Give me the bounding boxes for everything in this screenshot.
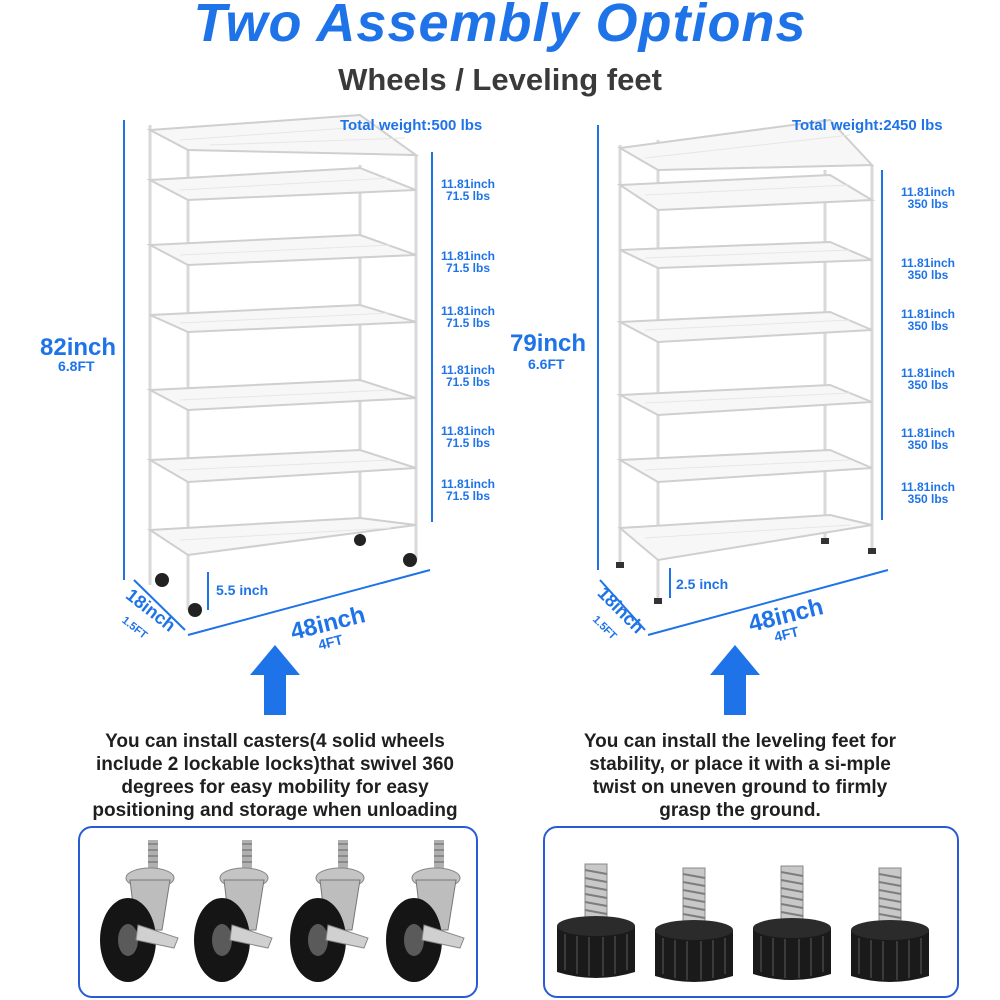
right-description: You can install the leveling feet for st… [583, 731, 897, 821]
right-rack-illustration [600, 110, 900, 610]
right-height-inch: 79inch [510, 330, 587, 357]
left-dimension-lines [123, 120, 433, 636]
left-height-inch: 82inch [40, 334, 117, 361]
page-title: Two Assembly Options [193, 0, 807, 53]
leveling-foot-icon [850, 867, 930, 983]
right-bottom-clearance: 2.5 inch [676, 576, 729, 592]
leveling-feet-photo [543, 826, 959, 998]
left-height-ft: 6.8FT [58, 358, 95, 374]
left-bottom-clearance: 5.5 inch [216, 582, 269, 598]
right-dimension-lines [597, 125, 889, 636]
page-subtitle: Wheels / Leveling feet [338, 62, 662, 97]
left-total-weight: Total weight:500 lbs [340, 117, 483, 134]
caster-wheel-icon [99, 839, 179, 983]
leveling-foot-icon [752, 865, 832, 981]
leveling-foot-icon [654, 867, 734, 983]
right-height-ft: 6.6FT [528, 356, 565, 372]
up-arrow-icon [710, 645, 760, 715]
caster-wheel-icon [193, 839, 273, 983]
right-total-weight: Total weight:2450 lbs [792, 117, 943, 134]
up-arrow-icon [250, 645, 300, 715]
leveling-foot-icon [556, 863, 636, 979]
caster-wheel-icon [289, 839, 369, 983]
caster-wheel-icon [385, 839, 465, 983]
left-description: You can install casters(4 solid wheels i… [92, 731, 458, 821]
left-rack-illustration [120, 110, 450, 650]
caster-wheels-photo [78, 826, 478, 998]
